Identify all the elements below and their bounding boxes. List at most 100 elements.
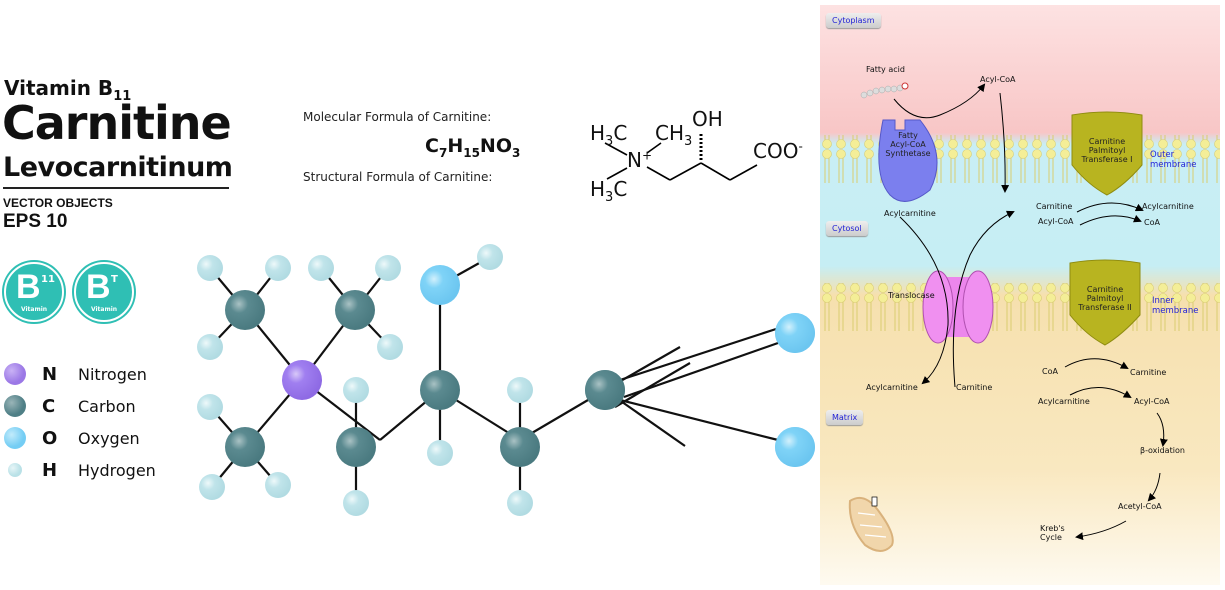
legend-name: Carbon xyxy=(78,396,136,416)
acylcarnitine-cytosol-label: Acylcarnitine xyxy=(884,209,936,218)
legend-name: Hydrogen xyxy=(78,460,156,480)
h-count: 3 xyxy=(605,190,614,205)
cpt2-acyl-coa-label: Acyl-CoA xyxy=(1134,397,1170,406)
badge-letter: B xyxy=(16,268,41,306)
acetyl-coa-label: Acetyl-CoA xyxy=(1118,502,1162,511)
legend-symbol: O xyxy=(42,427,58,449)
carbon-atom xyxy=(500,427,540,467)
carbon-atom xyxy=(225,290,265,330)
krebs-label-line: Cycle xyxy=(1040,532,1062,542)
cpt2-arrow-1 xyxy=(1064,358,1129,369)
cpt1-arrow-1 xyxy=(1076,202,1144,213)
legend-symbol: N xyxy=(42,363,58,385)
outer-membrane-label: Outer membrane xyxy=(1150,150,1197,170)
translocase-label: Translocase xyxy=(888,291,935,300)
eps-label: EPS 10 xyxy=(3,211,68,232)
cpt2-arrow-2 xyxy=(1069,386,1132,399)
formula-o-count: 3 xyxy=(511,145,521,160)
formula-h-count: 15 xyxy=(463,145,480,160)
cpt1-arrow-2 xyxy=(1079,214,1142,226)
main-title: Carnitine xyxy=(2,96,232,150)
carbon-atom xyxy=(225,427,265,467)
protein-label-line: Acyl-CoA xyxy=(890,140,926,150)
h3c-bottom: H3C xyxy=(590,177,627,205)
cpt1-coa-label: CoA xyxy=(1144,218,1160,227)
c-atom: C xyxy=(613,177,628,201)
vitamin-b11-badge: B 11 Vitamin xyxy=(4,262,64,322)
formula-c-count: 7 xyxy=(438,145,448,160)
oxygen-atom-icon xyxy=(4,427,26,449)
cpt1-acyl-coa-label: Acyl-CoA xyxy=(1038,217,1074,226)
structural-bonds xyxy=(604,133,758,181)
synthetase-label: Fatty Acyl-CoA Synthetase xyxy=(878,131,938,159)
cpt1-icon xyxy=(1071,111,1143,196)
carbon-atom-icon xyxy=(4,395,26,417)
carboxylate-group: COO- xyxy=(753,139,803,163)
vitamin-bt-badge: B T Vitamin xyxy=(74,262,134,322)
protein-label-line: Palmitoyl xyxy=(1088,146,1126,156)
acyl-coa-label: Acyl-CoA xyxy=(980,75,1016,84)
protein-label-line: Carnitine xyxy=(1086,285,1124,294)
matrix-tag: Matrix xyxy=(826,410,864,425)
carbon-atom xyxy=(335,290,375,330)
badge-superscript: 11 xyxy=(41,274,55,285)
coo-atoms: COO xyxy=(753,139,799,163)
legend-name: Nitrogen xyxy=(78,364,147,384)
molecular-formula: C7H15NO3 xyxy=(425,135,520,160)
hydrogen-atom xyxy=(375,255,401,281)
molecular-formula-label: Molecular Formula of Carnitine: xyxy=(303,110,492,124)
cpt2-coa-label: CoA xyxy=(1042,367,1058,376)
fatty-acid-label: Fatty acid xyxy=(866,65,905,74)
beta-oxidation-arrow xyxy=(1156,412,1168,447)
cytosol-tag: Cytosol xyxy=(826,221,868,236)
cpt2-icon xyxy=(1069,259,1141,346)
coo-charge: - xyxy=(798,139,803,154)
vitamin-prefix: Vitamin B xyxy=(4,76,114,100)
vitamin-subscript: 11 xyxy=(113,89,132,104)
cytoplasm-tag: Cytoplasm xyxy=(826,13,881,28)
h-atom: H xyxy=(590,177,606,201)
formula-n: N xyxy=(479,135,496,157)
formula-o: O xyxy=(495,135,512,157)
hydrogen-atom xyxy=(265,472,291,498)
nitrogen-plus: N+ xyxy=(627,148,652,172)
hydrogen-atom xyxy=(197,394,223,420)
acetyl-coa-arrow xyxy=(1147,472,1161,502)
oxygen-atom xyxy=(775,427,815,467)
atoms xyxy=(197,244,815,516)
c-atom: C xyxy=(613,121,628,145)
cpt2-acylcarnitine-label: Acylcarnitine xyxy=(1038,397,1090,406)
h-atom: H xyxy=(590,121,606,145)
acyl-coa-synthetase-icon xyxy=(878,119,938,202)
hydrogen-atom-icon xyxy=(8,463,22,477)
cpt2-label: Carnitine Palmitoyl Transferase II xyxy=(1068,285,1142,313)
hydrogen-atom xyxy=(308,255,334,281)
carnitine-matrix-label: Carnitine xyxy=(956,383,993,392)
hydrogen-atom xyxy=(427,440,453,466)
legend-symbol: C xyxy=(42,395,56,417)
mitochondrion-icon xyxy=(848,496,894,552)
badge-caption: Vitamin xyxy=(90,306,118,313)
carnitine-export-arrow xyxy=(952,210,1015,388)
carnitine-shuttle-diagram: Cytoplasm Cytosol Matrix Outer membrane … xyxy=(820,5,1220,585)
carbon-atom xyxy=(336,427,376,467)
cpt1-label: Carnitine Palmitoyl Transferase I xyxy=(1070,137,1144,165)
cpt1-acylcarnitine-label: Acylcarnitine xyxy=(1142,202,1194,211)
title-divider xyxy=(3,187,229,189)
legend-item-nitrogen: N Nitrogen xyxy=(4,362,147,386)
acylcarnitine-matrix-label: Acylcarnitine xyxy=(866,383,918,392)
hydrogen-atom xyxy=(265,255,291,281)
hydrogen-atom xyxy=(343,377,369,403)
hydrogen-atom xyxy=(477,244,503,270)
hydrogen-atom xyxy=(199,474,225,500)
n-atom: N xyxy=(627,148,642,172)
legend-name: Oxygen xyxy=(78,428,140,448)
nitrogen-atom-icon xyxy=(4,363,26,385)
n-charge: + xyxy=(641,148,653,163)
cpt1-carnitine-label: Carnitine xyxy=(1036,202,1073,211)
acylcarnitine-import-arrow xyxy=(899,216,949,385)
hydroxyl-group: OH xyxy=(692,107,723,131)
protein-label-line: Synthetase xyxy=(885,149,931,159)
krebs-label-line: Kreb's xyxy=(1040,524,1065,533)
oxygen-atom xyxy=(775,313,815,353)
